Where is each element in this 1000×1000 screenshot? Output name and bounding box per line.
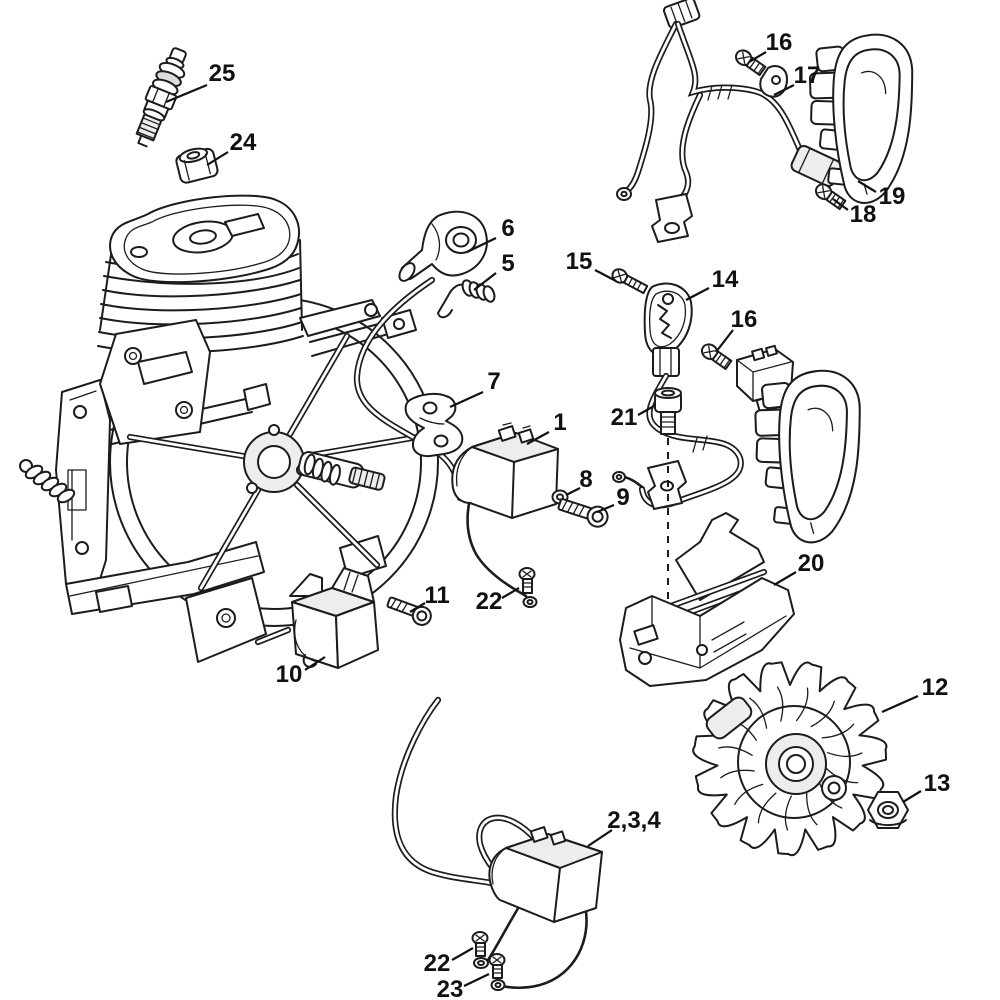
ignition-module-10 bbox=[254, 567, 379, 669]
screw-9 bbox=[557, 498, 609, 528]
handle-frame-20 bbox=[619, 512, 795, 687]
wiring-harness-17 bbox=[616, 0, 842, 243]
callout-5: 5 bbox=[501, 250, 514, 277]
callout-11: 11 bbox=[424, 582, 449, 609]
callout-23: 23 bbox=[437, 976, 464, 1000]
engine-assembly bbox=[19, 194, 439, 663]
callout-6: 6 bbox=[501, 215, 514, 242]
washer-22 bbox=[473, 957, 489, 969]
callout-22b: 22 bbox=[424, 950, 451, 977]
leader-lines bbox=[165, 51, 922, 987]
callout-234: 2,3,4 bbox=[607, 807, 661, 834]
screw-22-mid bbox=[518, 567, 538, 608]
callout-9: 9 bbox=[616, 484, 629, 511]
screw-21 bbox=[654, 387, 682, 435]
boot-spring bbox=[437, 279, 496, 319]
ignition-module-234 bbox=[476, 814, 603, 990]
callout-7: 7 bbox=[487, 368, 500, 395]
callout-21: 21 bbox=[611, 404, 638, 431]
ring-terminal bbox=[616, 187, 632, 201]
callout-14: 14 bbox=[712, 266, 739, 293]
callout-25: 25 bbox=[209, 60, 236, 87]
callout-10: 10 bbox=[276, 661, 303, 688]
callout-13: 13 bbox=[924, 770, 951, 797]
handle-molding-mid bbox=[754, 369, 861, 544]
crankshaft-stub bbox=[297, 451, 386, 491]
plug-terminal-nut bbox=[175, 147, 219, 184]
callout-8: 8 bbox=[579, 466, 592, 493]
fuel-hose bbox=[391, 696, 500, 888]
ground-bracket bbox=[651, 193, 693, 243]
callout-labels: 25 24 16 17 19 18 6 5 15 14 16 7 1 21 8 … bbox=[209, 29, 951, 1000]
callout-15: 15 bbox=[566, 248, 593, 275]
callout-16b: 16 bbox=[731, 306, 758, 333]
callout-17: 17 bbox=[794, 62, 821, 89]
callout-18: 18 bbox=[850, 201, 877, 228]
flywheel bbox=[692, 661, 888, 857]
callout-22a: 22 bbox=[476, 588, 503, 615]
callout-12: 12 bbox=[922, 674, 949, 701]
spark-plug-boot bbox=[398, 210, 488, 282]
screw-15 bbox=[611, 268, 649, 295]
callout-20: 20 bbox=[798, 550, 825, 577]
screw-23 bbox=[488, 953, 506, 991]
ignition-module-1 bbox=[451, 422, 559, 598]
harness-clamp bbox=[759, 65, 788, 98]
screw-16-top bbox=[734, 49, 767, 77]
callout-24: 24 bbox=[230, 129, 257, 156]
callout-19: 19 bbox=[879, 183, 906, 210]
callout-16a: 16 bbox=[766, 29, 793, 56]
fan-spokes bbox=[126, 332, 422, 592]
callout-1: 1 bbox=[553, 409, 566, 436]
bracket-7 bbox=[404, 392, 464, 458]
spark-plug bbox=[135, 47, 187, 148]
flywheel-magnet bbox=[705, 696, 753, 740]
ring-terminal-23 bbox=[490, 979, 506, 991]
handle-molding-top bbox=[808, 33, 914, 204]
av-spring bbox=[19, 459, 76, 504]
screw-16-mid bbox=[700, 343, 733, 371]
cylinder bbox=[97, 194, 304, 358]
collar-nut-13 bbox=[867, 791, 909, 829]
screw-22-bottom bbox=[471, 931, 489, 969]
exhaust-flange bbox=[99, 319, 211, 445]
